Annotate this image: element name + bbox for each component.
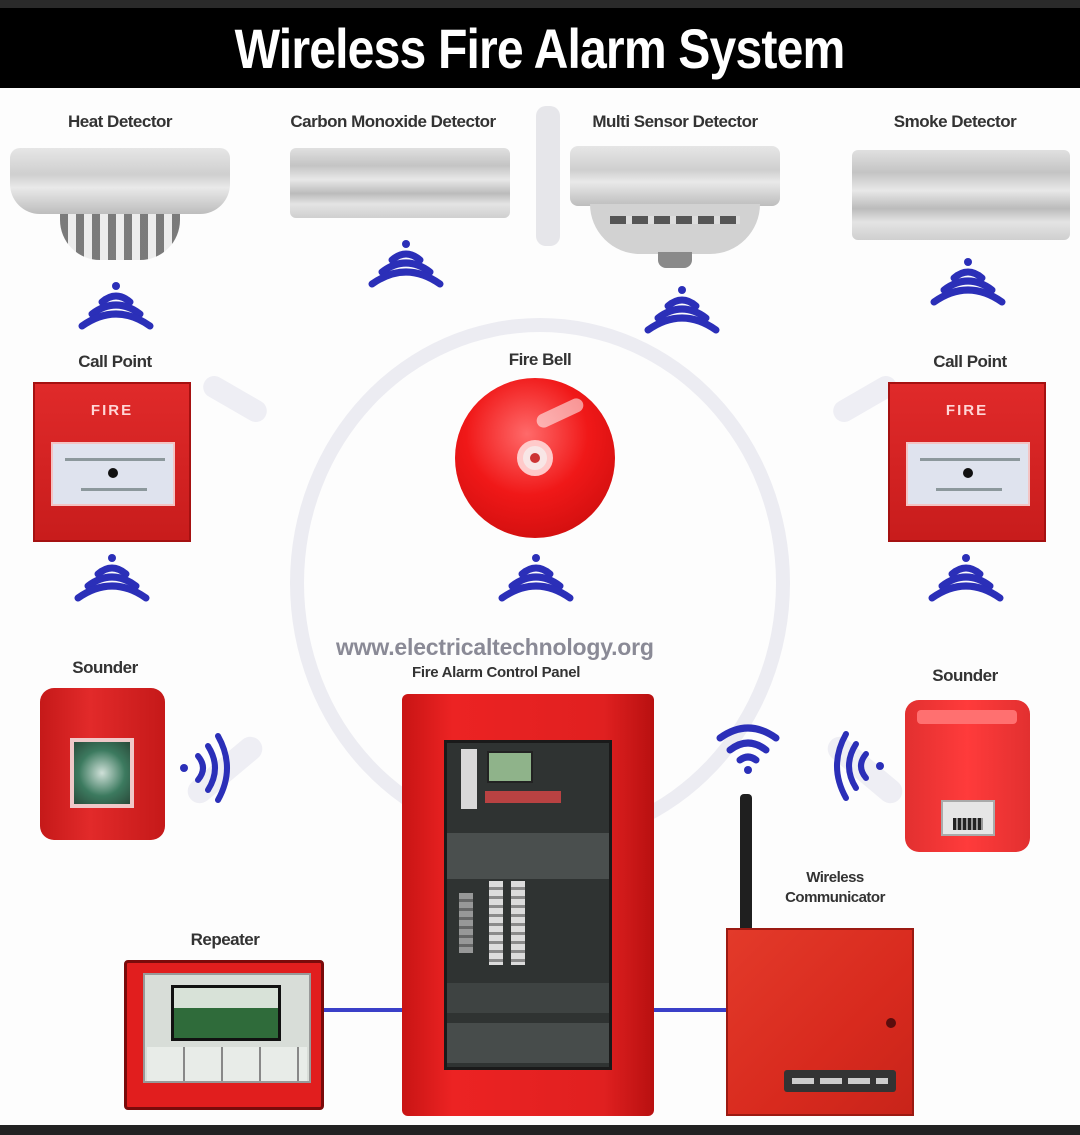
fire-bell-icon: [455, 378, 615, 538]
diagram-canvas: Heat Detector Carbon Monoxide Detector M…: [0, 88, 1080, 1125]
heat-detector-icon: [10, 148, 230, 278]
call-point-left-icon: FIRE: [33, 382, 191, 542]
call-point-right-icon: FIRE: [888, 382, 1046, 542]
title-banner: Wireless Fire Alarm System: [0, 8, 1080, 88]
diagram-title: Wireless Fire Alarm System: [235, 16, 846, 80]
wireless-signal-icon: [928, 554, 1004, 602]
sounder-right-icon: [905, 700, 1030, 852]
bottom-edge: [0, 1125, 1080, 1135]
wireless-signal-icon: [78, 282, 154, 330]
sounder-right-label: Sounder: [932, 666, 998, 685]
wired-connection: [654, 1008, 726, 1012]
wireless-communicator-icon: [726, 928, 914, 1116]
wired-connection: [324, 1008, 402, 1012]
wireless-signal-icon: [834, 731, 884, 801]
wireless-signal-icon: [74, 554, 150, 602]
background-arm: [199, 371, 271, 427]
repeater-icon: [124, 960, 324, 1110]
antenna-icon: [740, 794, 752, 934]
background-post: [536, 106, 560, 246]
smoke-detector-icon: [852, 150, 1070, 240]
multi-sensor-detector-label: Multi Sensor Detector: [592, 112, 758, 131]
control-panel-icon: [402, 694, 654, 1116]
fire-bell-label: Fire Bell: [508, 350, 572, 369]
wifi-signal-icon: [716, 724, 780, 774]
co-detector-label: Carbon Monoxide Detector: [290, 112, 496, 131]
sounder-left-label: Sounder: [72, 658, 138, 677]
call-point-right-label: Call Point: [933, 352, 1007, 371]
repeater-label: Repeater: [190, 930, 260, 949]
wireless-signal-icon: [644, 286, 720, 334]
fire-plate-text: FIRE: [945, 402, 989, 419]
wireless-signal-icon: [498, 554, 574, 602]
multi-sensor-detector-icon: [570, 146, 780, 276]
fire-plate-text: FIRE: [90, 402, 134, 419]
co-detector-icon: [290, 148, 510, 218]
smoke-detector-label: Smoke Detector: [893, 112, 1017, 131]
wireless-signal-icon: [930, 258, 1006, 306]
call-point-left-label: Call Point: [78, 352, 152, 371]
control-panel-label: Fire Alarm Control Panel: [412, 664, 581, 681]
top-edge: [0, 0, 1080, 8]
wireless-communicator-label: Wireless Communicator: [785, 869, 885, 906]
wireless-signal-icon: [368, 240, 444, 288]
sounder-left-icon: [40, 688, 165, 840]
wireless-signal-icon: [180, 733, 230, 803]
heat-detector-label: Heat Detector: [67, 112, 173, 131]
watermark-url: www.electricaltechnology.org: [336, 634, 654, 660]
